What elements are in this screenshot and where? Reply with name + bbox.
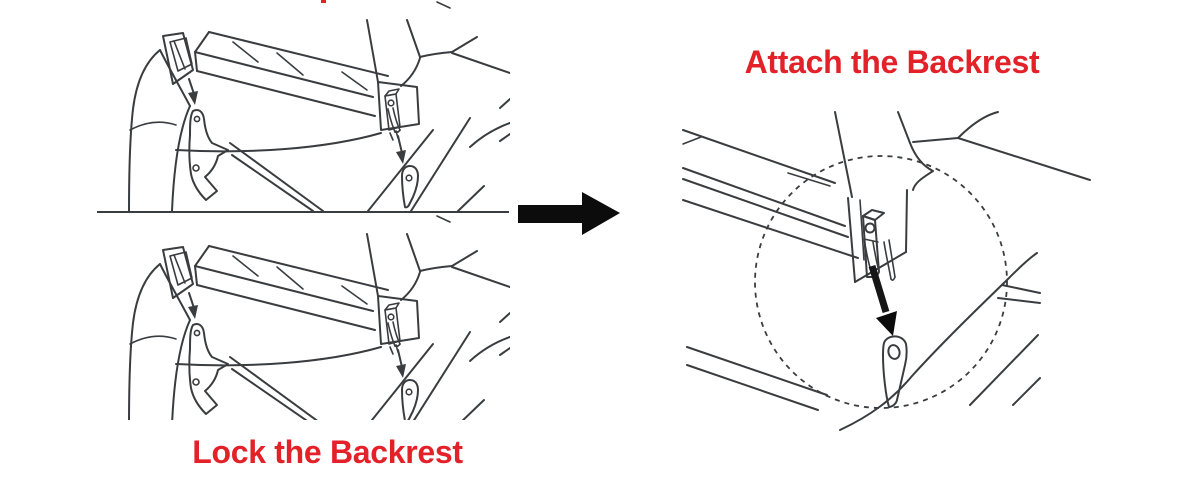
attach-step-closeup (682, 111, 1091, 431)
attach-step-label: Attach the Backrest (744, 44, 1040, 80)
panel-divider-line (97, 211, 509, 213)
seat-edge-curve (686, 252, 1041, 431)
mounting-tab-closeup (882, 335, 908, 408)
cropped-text-artifact (321, 0, 326, 3)
dashed-highlight-circle (754, 155, 1008, 409)
right-arrow-icon (518, 192, 620, 235)
down-insert-arrow-icon (868, 264, 897, 336)
lock-step-view-top (128, 1, 510, 212)
latch-closeup (862, 209, 896, 281)
lock-step-label: Lock the Backrest (192, 434, 463, 470)
lock-step-view-bottom (128, 215, 510, 420)
backrest-rail-closeup (682, 129, 859, 259)
backrest-corner-closeup (834, 111, 1091, 283)
